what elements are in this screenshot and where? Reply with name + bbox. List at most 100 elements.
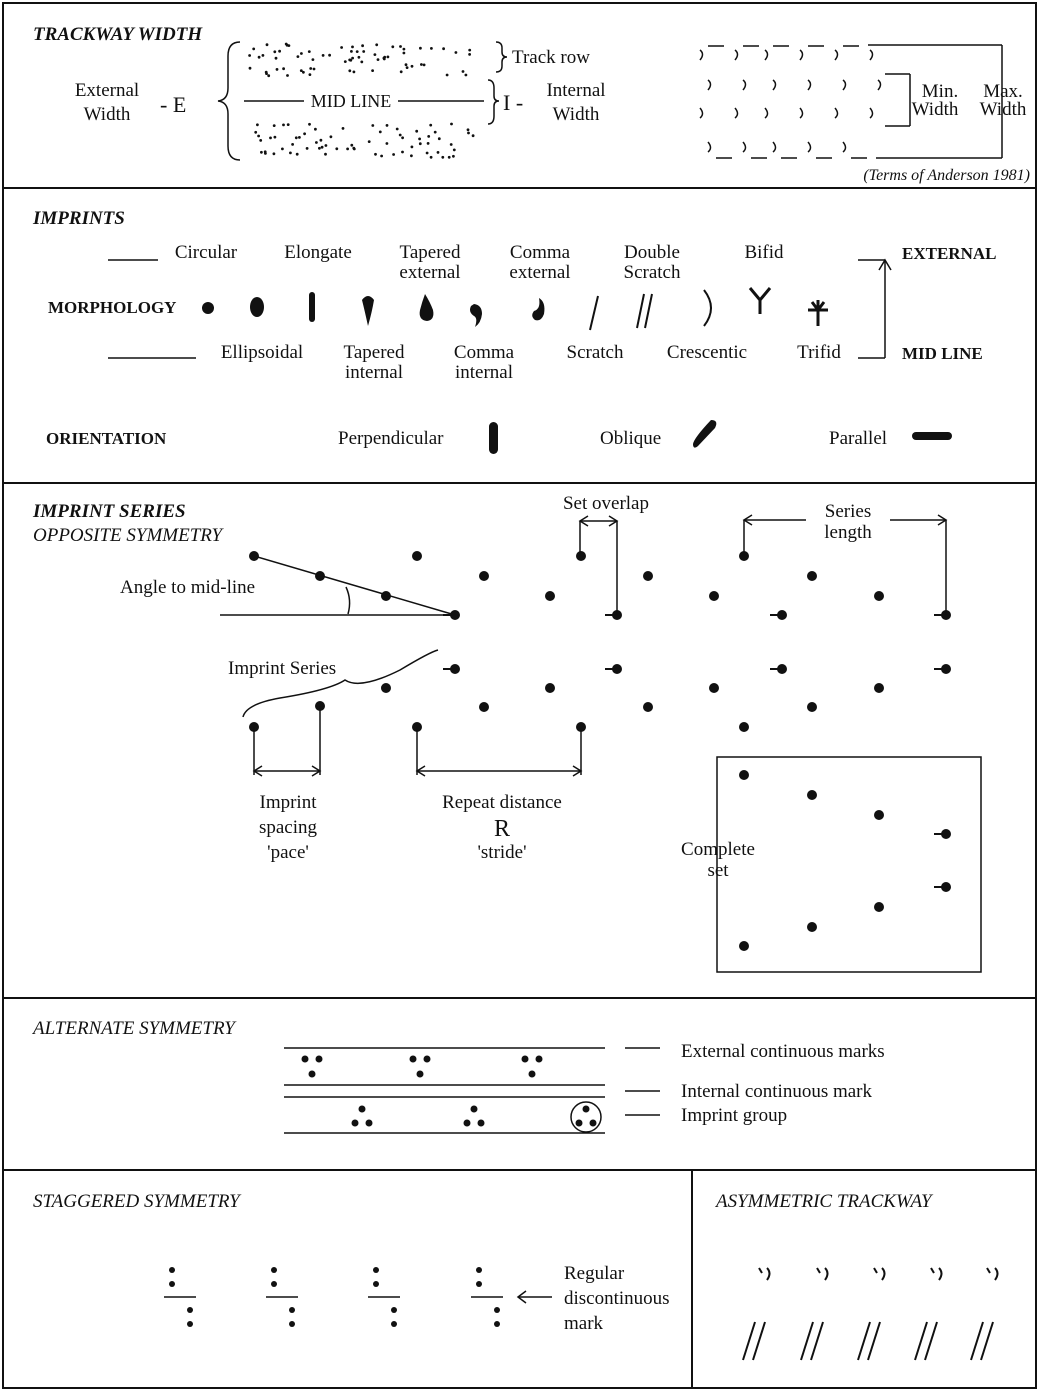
stipple-dot	[429, 123, 433, 127]
stipple-dot	[284, 42, 288, 46]
imprint-dot	[709, 683, 719, 693]
imprint-dot	[249, 551, 259, 561]
imprint-dot	[874, 591, 884, 601]
track-row-brace	[495, 41, 508, 73]
alternate-dot	[301, 1055, 309, 1063]
alternate-dot	[463, 1119, 471, 1127]
asymmetric-tick	[758, 1267, 763, 1274]
imprint-spacing-label-3: 'pace'	[267, 842, 309, 863]
asymmetric-scratch	[857, 1321, 871, 1361]
e-label: - E	[160, 92, 186, 117]
imprint-dot	[941, 664, 951, 674]
internal-width-label-1: Internal	[546, 80, 605, 101]
imprint-dot	[545, 591, 555, 601]
tapered-internal-imprint-icon	[362, 296, 374, 326]
stipple-dot	[415, 129, 419, 133]
stipple-dot	[294, 136, 298, 140]
asymmetric-scratch	[924, 1321, 938, 1361]
trackway-mark	[707, 141, 712, 153]
stipple-dot	[360, 60, 364, 64]
max-width-label-1: Max.	[983, 81, 1023, 102]
trackway-mark	[772, 79, 777, 91]
alternate-dot	[358, 1105, 366, 1113]
staggered-dot	[169, 1281, 175, 1287]
trackway-width-panel: TRACKWAY WIDTH External Width - E MID LI…	[33, 24, 1030, 184]
staggered-symmetry-title: STAGGERED SYMMETRY	[33, 1191, 242, 1212]
trackway-mark	[742, 79, 747, 91]
upper-morphology-label: external	[509, 262, 570, 283]
stipple-dot	[450, 122, 453, 126]
trackway-mark	[807, 141, 812, 153]
alternate-dot	[365, 1119, 373, 1127]
stipple-dot	[341, 126, 345, 130]
staggered-dot	[476, 1267, 482, 1273]
stipple-dot	[291, 143, 294, 146]
stipple-dot	[308, 73, 312, 76]
asymmetric-tick	[986, 1267, 991, 1274]
stipple-dot	[399, 70, 403, 74]
series-length-label-2: length	[824, 522, 872, 543]
stipple-dot	[402, 51, 406, 55]
stipple-dot	[449, 143, 453, 146]
lower-morphology-label: internal	[345, 362, 403, 383]
staggered-dot	[373, 1267, 379, 1273]
internal-brace	[487, 79, 500, 125]
stipple-dot	[272, 124, 276, 127]
angle-label: Angle to mid-line	[120, 577, 255, 598]
tapered-external-imprint-icon	[419, 294, 434, 321]
repeat-symbol: R	[494, 816, 510, 842]
asymmetric-tick	[873, 1267, 878, 1274]
complete-set-dot	[874, 810, 884, 820]
stipple-dot	[385, 142, 389, 145]
stipple-dot	[319, 138, 323, 142]
stipple-dot	[418, 142, 422, 146]
oblique-icon	[693, 420, 717, 448]
trackway-mark	[734, 49, 739, 61]
asymmetric-trackway-title: ASYMMETRIC TRACKWAY	[714, 1191, 934, 1212]
stipple-dot	[398, 133, 402, 137]
stipple-dot	[371, 69, 374, 72]
trackway-mark	[842, 141, 847, 153]
stipple-dot	[410, 154, 413, 158]
stipple-dot	[352, 70, 356, 74]
complete-set-dot	[739, 770, 749, 780]
upper-morphology-label: Double	[624, 242, 680, 263]
stipple-dot	[282, 67, 285, 71]
midline-label: MID LINE	[902, 344, 983, 363]
lower-morphology-label: Scratch	[567, 342, 624, 363]
alternate-dot	[351, 1119, 359, 1127]
alternate-dot	[409, 1055, 417, 1063]
upper-morphology-label: Scratch	[624, 262, 681, 283]
asymmetric-crescent	[766, 1267, 771, 1281]
stipple-dot	[340, 46, 343, 49]
alternate-dot	[315, 1055, 323, 1063]
staggered-dot	[494, 1307, 500, 1313]
orientation-perpendicular-label: Perpendicular	[338, 428, 444, 449]
stipple-dot	[305, 147, 309, 150]
stipple-dot	[468, 53, 471, 56]
stipple-dot	[248, 66, 252, 70]
alternate-dot	[521, 1055, 529, 1063]
stipple-dot	[328, 53, 331, 57]
trackway-mark	[834, 107, 839, 119]
asymmetric-scratch	[867, 1321, 881, 1361]
trackway-mark	[869, 49, 874, 61]
upper-morphology-label: Tapered	[400, 242, 461, 263]
stipple-dot	[351, 56, 354, 60]
stipple-dot	[256, 123, 259, 127]
imprint-dot	[576, 551, 586, 561]
morphology-glyphs	[202, 287, 828, 331]
stipple-dot	[385, 124, 389, 127]
stipple-dot	[420, 63, 423, 66]
stipple-dot	[376, 58, 380, 61]
stipple-dot	[300, 52, 303, 55]
alternate-dot	[528, 1070, 536, 1078]
min-width-label-2: Width	[912, 99, 959, 120]
lower-morphology-label: Trifid	[797, 342, 841, 363]
stipple-dot	[419, 46, 422, 50]
stipple-dot	[427, 135, 431, 138]
stipple-dot	[361, 44, 364, 48]
left-brace	[217, 41, 241, 161]
